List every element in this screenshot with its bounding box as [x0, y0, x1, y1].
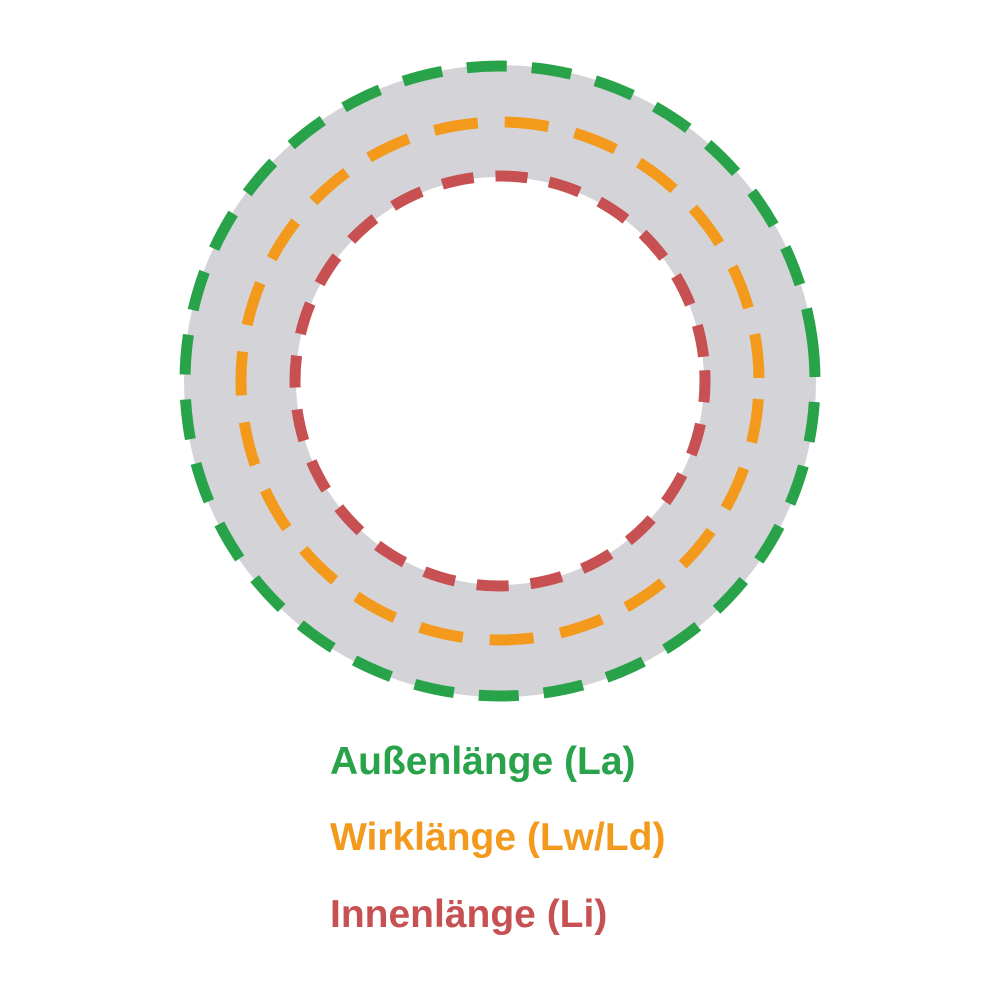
outer-length-label: Außenlänge (La): [330, 740, 636, 783]
outer-length-circle: [179, 60, 821, 702]
inner-length-circle: [289, 170, 711, 592]
inner-length-label: Innenlänge (Li): [330, 893, 607, 936]
effective-length-label: Wirklänge (Lw/Ld): [330, 816, 665, 859]
effective-length-circle: [235, 116, 765, 646]
